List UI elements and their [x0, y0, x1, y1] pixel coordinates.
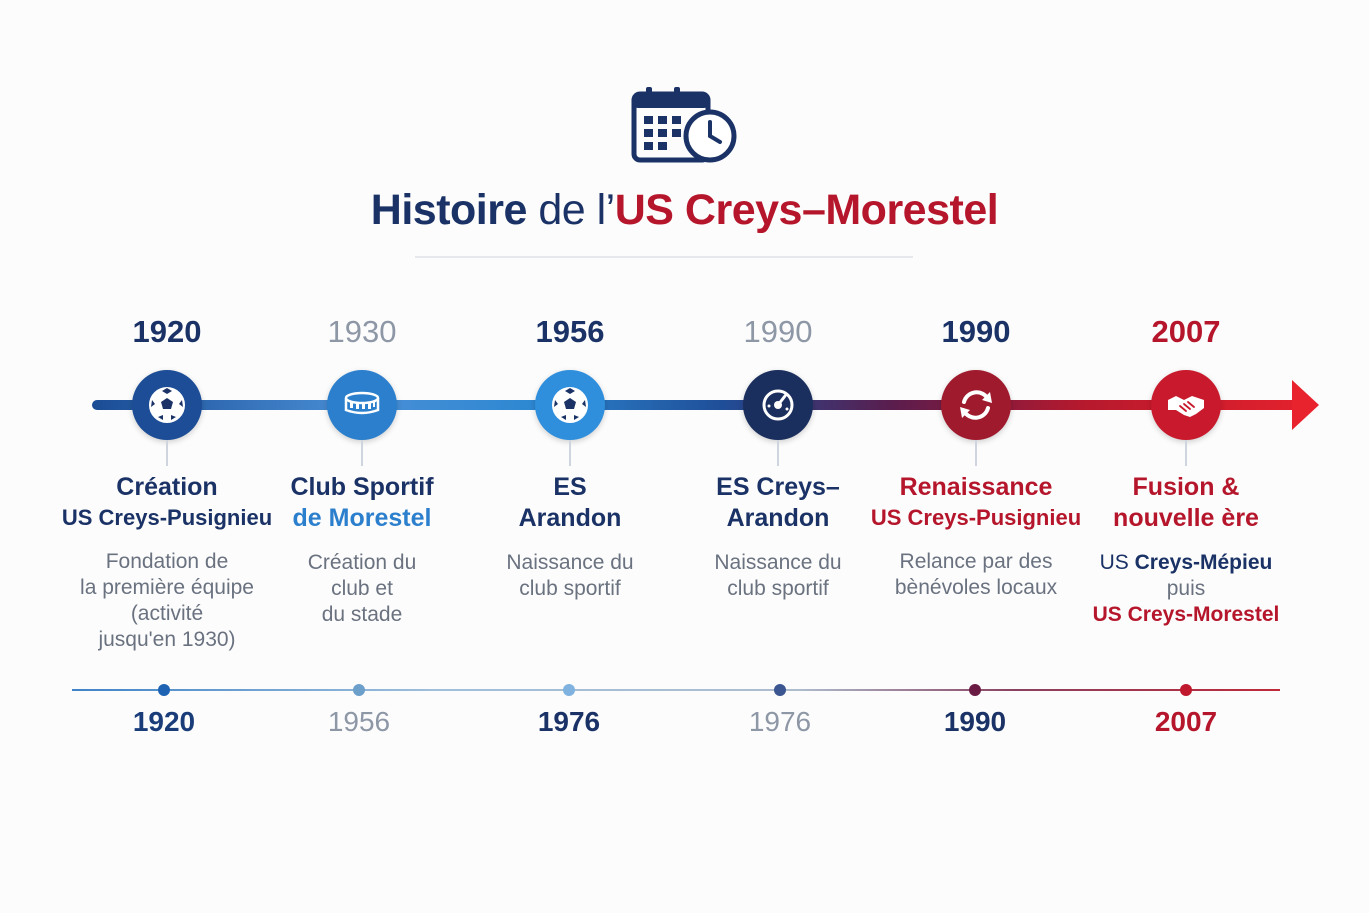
description-line: US Creys-Morestel — [1092, 603, 1280, 626]
event-year: 1990 — [941, 314, 1011, 349]
event-title: Renaissance — [899, 473, 1053, 501]
event-connector — [361, 440, 363, 466]
description-line: club sportif — [519, 577, 621, 600]
timeline-track — [92, 400, 1304, 410]
description-line: du stade — [321, 603, 403, 626]
description-line: Naissance du — [506, 551, 634, 574]
event-node — [327, 370, 397, 440]
description-line: la première équipe — [80, 576, 254, 599]
event-title: ES Creys– — [716, 473, 840, 501]
event-subtitle: US Creys-Pusignieu — [61, 505, 273, 530]
title-divider — [415, 256, 913, 258]
event-node — [1151, 370, 1221, 440]
description-line: bènévoles locaux — [894, 576, 1058, 599]
description-line: jusqu'en 1930) — [98, 628, 236, 651]
event-year: 1956 — [535, 314, 605, 349]
axis-year-label: 1920 — [132, 706, 196, 737]
event-description: Création du club et du stade — [232, 550, 492, 628]
description-line: Naissance du — [714, 551, 842, 574]
event-title: ES — [553, 473, 587, 501]
event-year: 1920 — [132, 314, 202, 349]
axis-dot — [353, 684, 365, 696]
axis-year-label: 1976 — [748, 706, 812, 737]
axis-dot — [158, 684, 170, 696]
event-subtitle: Arandon — [518, 504, 622, 532]
event-node — [743, 370, 813, 440]
event-subtitle: de Morestel — [292, 504, 432, 532]
handshake-icon — [1165, 384, 1207, 426]
axis-dot — [563, 684, 575, 696]
axis-year-label: 2007 — [1154, 706, 1218, 737]
description-line: Fondation de — [105, 550, 229, 573]
event-connector — [975, 440, 977, 466]
axis-dot — [774, 684, 786, 696]
bottom-axis-line — [72, 689, 1280, 691]
axis-dot — [969, 684, 981, 696]
description-line: club et — [331, 577, 393, 600]
stadium-icon — [341, 384, 383, 426]
event-connector — [777, 440, 779, 466]
event-connector — [166, 440, 168, 466]
event-year: 1990 — [743, 314, 813, 349]
event-title: Fusion & — [1132, 473, 1240, 501]
page-title: Histoire de l’US Creys–Morestel — [0, 186, 1369, 235]
refresh-icon — [955, 384, 997, 426]
event-title: Club Sportif — [290, 473, 434, 501]
event-subtitle: Arandon — [726, 504, 830, 532]
event-description: Relance par des bènévoles locaux — [846, 549, 1106, 601]
whistle-icon — [757, 384, 799, 426]
event-year: 2007 — [1151, 314, 1221, 349]
event-node — [535, 370, 605, 440]
title-de: de l’ — [526, 186, 615, 234]
calendar-clock-icon — [630, 86, 740, 166]
event-node — [132, 370, 202, 440]
timeline-arrowhead — [1292, 380, 1319, 430]
description-line: (activité — [130, 602, 204, 625]
event-connector — [569, 440, 571, 466]
soccer-ball-icon — [146, 384, 188, 426]
title-histoire: Histoire — [370, 186, 528, 234]
event-connector — [1185, 440, 1187, 466]
title-club-name: US Creys–Morestel — [614, 186, 999, 234]
event-subtitle: nouvelle ère — [1113, 504, 1259, 532]
description-line: Création du — [307, 551, 417, 574]
event-description: Naissance du club sportif — [648, 550, 908, 602]
event-year: 1930 — [327, 314, 397, 349]
soccer-ball-icon — [549, 384, 591, 426]
axis-year-label: 1976 — [537, 706, 601, 737]
description-line: club sportif — [727, 577, 829, 600]
event-subtitle: US Creys-Pusignieu — [870, 505, 1082, 530]
description-line: Relance par des — [899, 550, 1053, 573]
event-description: Naissance du club sportif — [440, 550, 700, 602]
description-line: puis — [1166, 577, 1206, 600]
axis-year-label: 1956 — [327, 706, 391, 737]
event-title: Création — [116, 473, 218, 501]
axis-dot — [1180, 684, 1192, 696]
event-node — [941, 370, 1011, 440]
event-description: US Creys-Mépieu puis US Creys-Morestel — [1056, 550, 1316, 628]
description-line: US Creys-Mépieu — [1099, 551, 1273, 574]
event-description: Fondation de la première équipe (activité j… — [37, 549, 297, 653]
axis-year-label: 1990 — [943, 706, 1007, 737]
